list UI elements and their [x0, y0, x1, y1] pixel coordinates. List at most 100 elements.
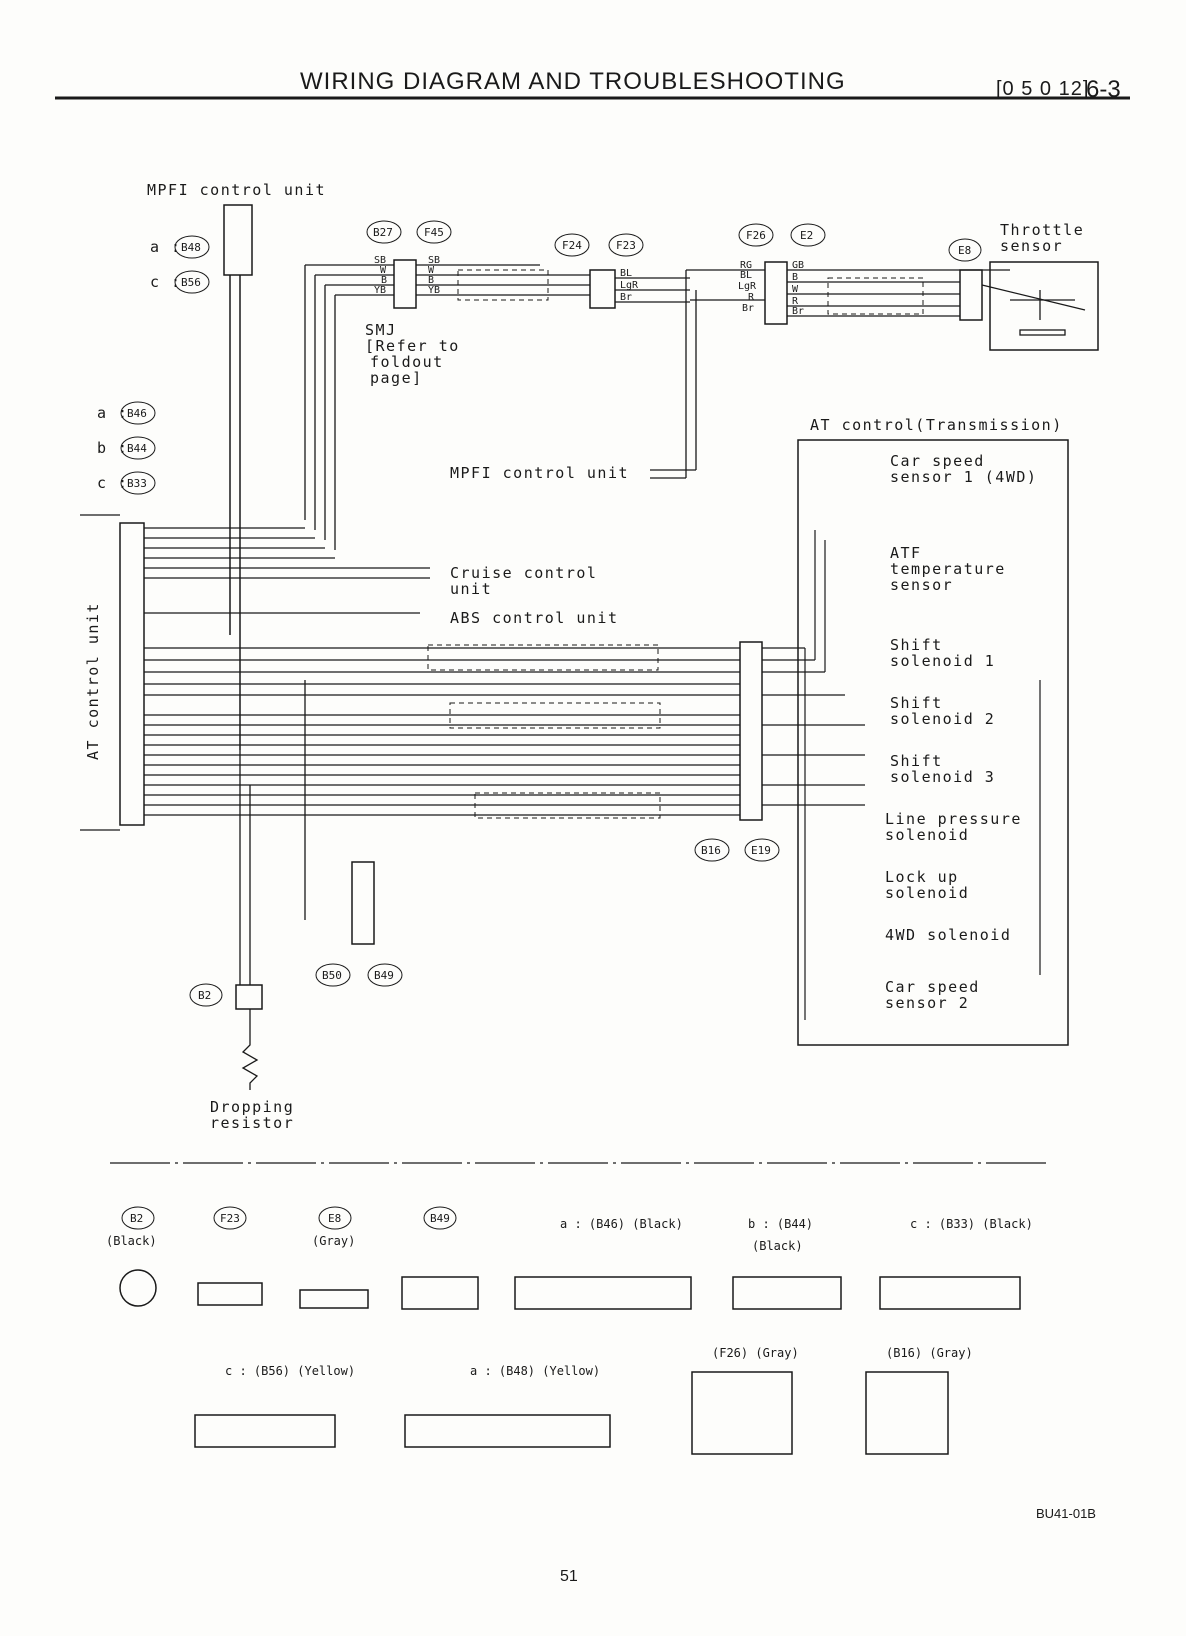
svg-text:B27: B27 [373, 226, 393, 239]
cruise-label-1: Cruise control [450, 564, 597, 582]
svg-text:B44: B44 [127, 442, 147, 455]
svg-text:B49: B49 [430, 1212, 450, 1225]
svg-text:E8: E8 [958, 244, 971, 257]
tag-b27: B27 [366, 220, 402, 244]
prefix-b-b44: b : [97, 439, 129, 457]
svg-text:W: W [428, 265, 435, 276]
b44-face [732, 1276, 842, 1310]
svg-text:RG: RG [740, 260, 752, 271]
lockup-label-2: solenoid [885, 884, 969, 902]
f26-face [691, 1371, 793, 1455]
page-title: WIRING DIAGRAM AND TROUBLESHOOTING [300, 68, 846, 95]
svg-text:B2: B2 [198, 989, 211, 1002]
svg-text:Br: Br [620, 292, 632, 303]
tag-b48: B48 [174, 235, 210, 259]
at-transmission-label: AT control(Transmission) [810, 416, 1063, 434]
svg-text:Br: Br [792, 306, 804, 317]
smj-label-1: SMJ [365, 321, 397, 339]
car-speed1-label-1: Car speed [890, 452, 985, 470]
svg-text:F26: F26 [746, 229, 766, 242]
e8-face [299, 1289, 369, 1309]
throttle-label-1: Throttle [1000, 221, 1084, 239]
b33-face [879, 1276, 1021, 1310]
b49-face [401, 1276, 479, 1310]
smj-connector [393, 259, 417, 309]
legend-b2-color: (Black) [106, 1234, 157, 1248]
legend-tag-f23: F23 [213, 1206, 247, 1230]
svg-text:B56: B56 [181, 276, 201, 289]
lockup-label-1: Lock up [885, 868, 959, 886]
svg-text:Br: Br [742, 303, 754, 314]
tag-b46: B46 [120, 401, 156, 425]
throttle-sensor-box [989, 261, 1099, 351]
svg-text:YB: YB [428, 285, 440, 296]
svg-text:B16: B16 [701, 844, 721, 857]
tag-b16: B16 [694, 838, 730, 862]
svg-text:B: B [792, 272, 798, 283]
svg-text:B49: B49 [374, 969, 394, 982]
svg-text:E2: E2 [800, 229, 813, 242]
section-code: [0 5 0 12] [996, 78, 1090, 100]
tag-b2: B2 [189, 983, 223, 1007]
e8-connector [959, 269, 983, 321]
mpfi-connector [223, 204, 253, 276]
b49-connector [351, 861, 375, 945]
line-pressure-label-2: solenoid [885, 826, 969, 844]
mpfi-top-label: MPFI control unit [147, 181, 326, 199]
shift3-label-2: solenoid 3 [890, 768, 995, 786]
f26-connector [764, 261, 788, 325]
tag-f45: F45 [416, 220, 452, 244]
svg-text:GB: GB [792, 260, 804, 271]
smj-label-2: [Refer to [365, 337, 460, 355]
svg-text:B46: B46 [127, 407, 147, 420]
f23-connector [589, 269, 616, 309]
car-speed1-label-2: sensor 1 (4WD) [890, 468, 1037, 486]
legend-e8-color: (Gray) [312, 1234, 355, 1248]
shift2-label-1: Shift [890, 694, 943, 712]
svg-text:F23: F23 [616, 239, 636, 252]
tag-e2: E2 [790, 223, 826, 247]
svg-text:B2: B2 [130, 1212, 143, 1225]
prefix-c-b56: c : [150, 273, 182, 291]
smj-label-3: foldout [370, 353, 444, 371]
legend-tag-e8: E8 [318, 1206, 352, 1230]
legend-tag-b2: B2 [121, 1206, 155, 1230]
svg-text:SB: SB [428, 255, 440, 266]
legend-b46: a : (B46) (Black) [560, 1217, 683, 1231]
car-speed2-label-2: sensor 2 [885, 994, 969, 1012]
at-unit-connector [119, 522, 145, 826]
page-number: 51 [560, 1568, 578, 1585]
tag-b50: B50 [315, 963, 351, 987]
mpfi-mid-label: MPFI control unit [450, 464, 629, 482]
svg-text:B: B [428, 275, 434, 286]
tag-b56: B56 [174, 270, 210, 294]
transmission-wires [762, 530, 1041, 1020]
legend-b33: c : (B33) (Black) [910, 1217, 1033, 1231]
svg-text:B48: B48 [181, 241, 201, 254]
svg-text:E8: E8 [328, 1212, 341, 1225]
atf-label-2: temperature [890, 560, 1006, 578]
b16-connector [739, 641, 763, 821]
legend-b44-color: (Black) [752, 1239, 803, 1253]
f23-face [197, 1282, 263, 1306]
dropping-resistor-symbol [241, 1009, 259, 1090]
shift1-label-1: Shift [890, 636, 943, 654]
at-control-unit-label: AT control unit [84, 602, 102, 760]
4wd-solenoid-label: 4WD solenoid [885, 926, 1011, 944]
svg-text:LgR: LgR [738, 281, 757, 292]
tag-b33: B33 [120, 471, 156, 495]
shift1-label-2: solenoid 1 [890, 652, 995, 670]
svg-text:R: R [792, 296, 799, 307]
tag-b44: B44 [120, 436, 156, 460]
svg-text:SB: SB [374, 255, 386, 266]
svg-text:LgR: LgR [620, 280, 639, 291]
prefix-a-b48: a : [150, 238, 182, 256]
legend-b44: b : (B44) [748, 1217, 813, 1231]
svg-text:F45: F45 [424, 226, 444, 239]
svg-text:B33: B33 [127, 477, 147, 490]
legend-b56: c : (B56) (Yellow) [225, 1364, 355, 1378]
tag-e8: E8 [948, 238, 982, 262]
abs-label: ABS control unit [450, 609, 619, 627]
